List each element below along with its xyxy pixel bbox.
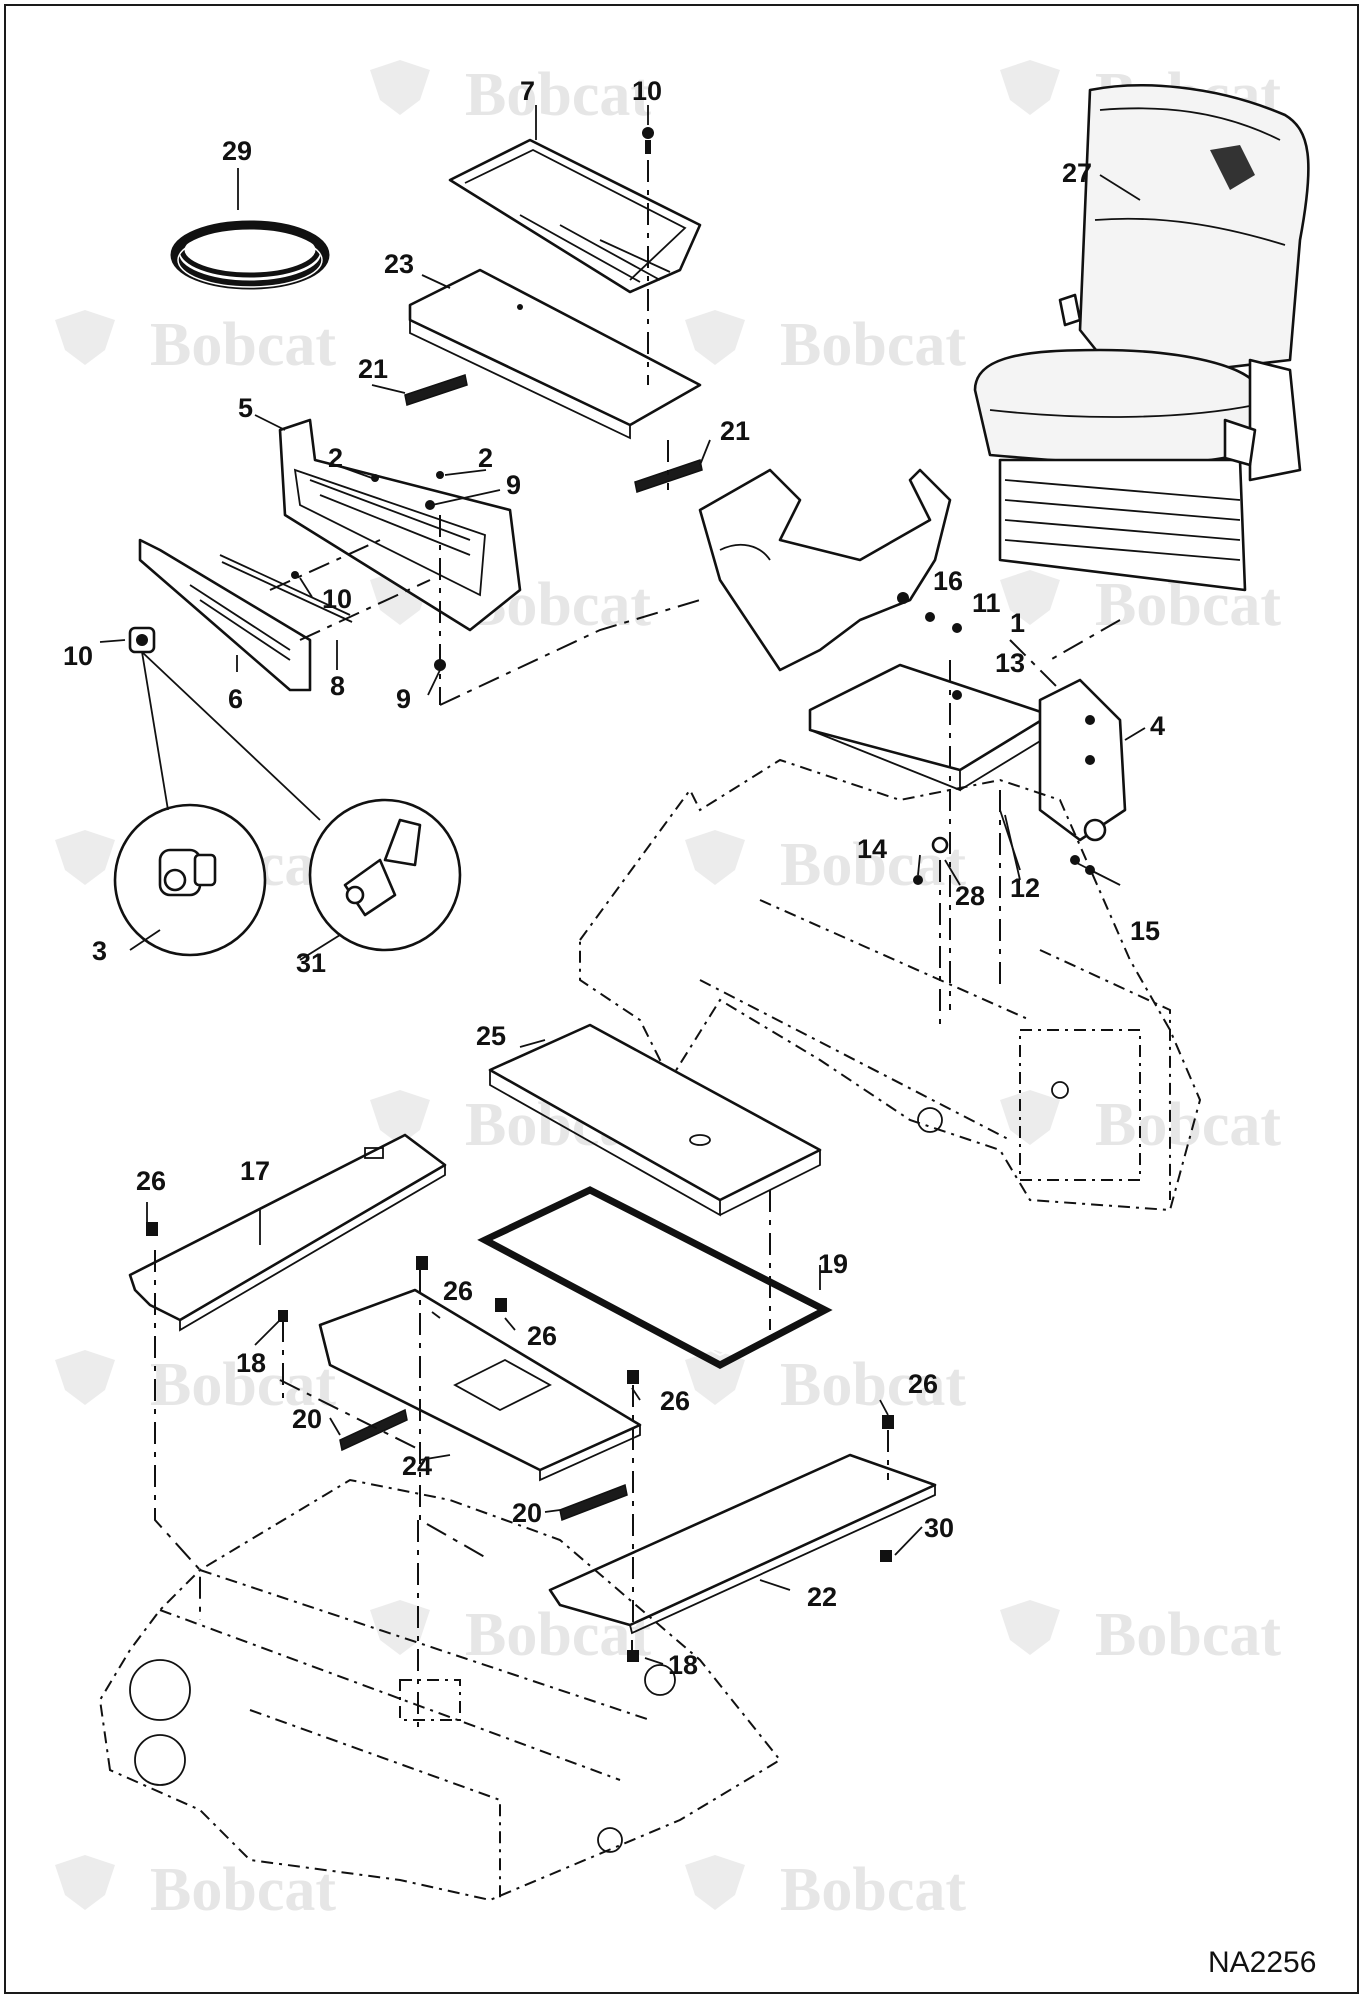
detail-circle-part-3 (113, 803, 267, 957)
callout-22: 22 (807, 1582, 837, 1612)
part-8-strip (219, 554, 353, 623)
callout-27: 27 (1062, 158, 1092, 188)
callout-21-left: 21 (358, 354, 388, 384)
watermark-12: Bobcat (685, 1350, 966, 1419)
lower-chassis-outline (98, 1478, 782, 1902)
callout-30: 30 (924, 1513, 954, 1543)
callout-7: 7 (520, 76, 535, 106)
callout-18-left: 18 (236, 1348, 266, 1378)
part-21-strip-left (404, 374, 468, 406)
part-6-trim-panel (138, 538, 312, 692)
upper-chassis-outline (579, 758, 1202, 1212)
fasteners-upper-left (291, 127, 654, 671)
callout-labels: 7 10 29 27 23 21 21 5 2 2 9 10 10 6 8 9 … (63, 76, 1165, 1680)
callout-14: 14 (857, 834, 887, 864)
watermark-3: Bobcat (55, 310, 336, 379)
callout-12: 12 (1010, 873, 1040, 903)
watermark-16: Bobcat (685, 1855, 966, 1924)
callout-2-left: 2 (328, 443, 343, 473)
callout-15: 15 (1130, 916, 1160, 946)
drawing-border (4, 4, 1359, 1994)
callout-26-mid1: 26 (443, 1276, 473, 1306)
callout-26-mid2: 26 (527, 1321, 557, 1351)
part-22-floor-plate (548, 1453, 937, 1635)
callout-4: 4 (1150, 711, 1165, 741)
part-seat-mount-frame (698, 468, 952, 672)
callout-leaders (99, 105, 1146, 1665)
callout-26-right: 26 (908, 1369, 938, 1399)
part-4-bracket (1038, 678, 1127, 842)
callout-10-left: 10 (63, 641, 93, 671)
part-7-tray (448, 138, 702, 294)
watermark-text: Bobcat (780, 1351, 966, 1419)
callout-19: 19 (818, 1249, 848, 1279)
callout-26-mid3: 26 (660, 1386, 690, 1416)
part-5-side-panel (278, 418, 522, 632)
callout-25: 25 (476, 1021, 506, 1051)
assembly-lines (154, 160, 1121, 1730)
part-24-panel (318, 1288, 642, 1482)
callout-2-right: 2 (478, 443, 493, 473)
watermark-10: Bobcat (1000, 1090, 1281, 1159)
callout-3: 3 (92, 936, 107, 966)
callout-16: 16 (933, 566, 963, 596)
callout-13: 13 (995, 648, 1025, 678)
detail-circle-part-31 (308, 798, 462, 952)
callout-18-bottom: 18 (668, 1650, 698, 1680)
detail-leader-lines (141, 651, 321, 821)
watermark-14: Bobcat (1000, 1600, 1281, 1669)
watermark-1: Bobcat (370, 60, 651, 129)
part-29-hose-coil (170, 220, 330, 290)
part-20-strip-right (559, 1483, 628, 1522)
watermark-8: Bobcat (685, 830, 966, 899)
callout-31: 31 (296, 948, 326, 978)
watermark-text: Bobcat (780, 1856, 966, 1924)
callout-8: 8 (330, 671, 345, 701)
part-21-strip-right (634, 459, 703, 493)
watermark-11: Bobcat (55, 1350, 336, 1419)
watermark-text: Bobcat (150, 1856, 336, 1924)
callout-28: 28 (955, 881, 985, 911)
part-19-gasket (477, 1186, 833, 1369)
callout-1: 1 (1010, 608, 1025, 638)
watermark-text: Bobcat (150, 311, 336, 379)
part-17-bracket (128, 1133, 447, 1332)
watermark-text: Bobcat (465, 61, 651, 129)
callout-21-right: 21 (720, 416, 750, 446)
part-25-cover (488, 1023, 822, 1217)
part-20-strip-left (339, 1408, 408, 1452)
part-seat-base-plate (808, 663, 1052, 792)
callout-6: 6 (228, 684, 243, 714)
callout-5: 5 (238, 393, 253, 423)
watermark-text: Bobcat (1095, 1091, 1281, 1159)
callout-17: 17 (240, 1156, 270, 1186)
part-23-plate (408, 268, 702, 440)
callout-20-left: 20 (292, 1404, 322, 1434)
part-10-knob (128, 626, 156, 654)
callout-10-top: 10 (632, 76, 662, 106)
callout-23: 23 (384, 249, 414, 279)
watermark-15: Bobcat (55, 1855, 336, 1924)
callout-20-right: 20 (512, 1498, 542, 1528)
part-27-seat (973, 84, 1310, 592)
watermark-text: Bobcat (150, 1351, 336, 1419)
callout-26-left: 26 (136, 1166, 166, 1196)
callout-11: 11 (972, 588, 1001, 618)
callout-29: 29 (222, 136, 252, 166)
watermark-text: Bobcat (1095, 1601, 1281, 1669)
callout-9-bottom: 9 (396, 684, 411, 714)
callout-24: 24 (402, 1451, 432, 1481)
drawing-code: NA2256 (1208, 1946, 1316, 1979)
callout-9-top: 9 (506, 470, 521, 500)
watermark-4: Bobcat (685, 310, 966, 379)
callout-10-mid: 10 (322, 584, 352, 614)
watermark-text: Bobcat (780, 311, 966, 379)
